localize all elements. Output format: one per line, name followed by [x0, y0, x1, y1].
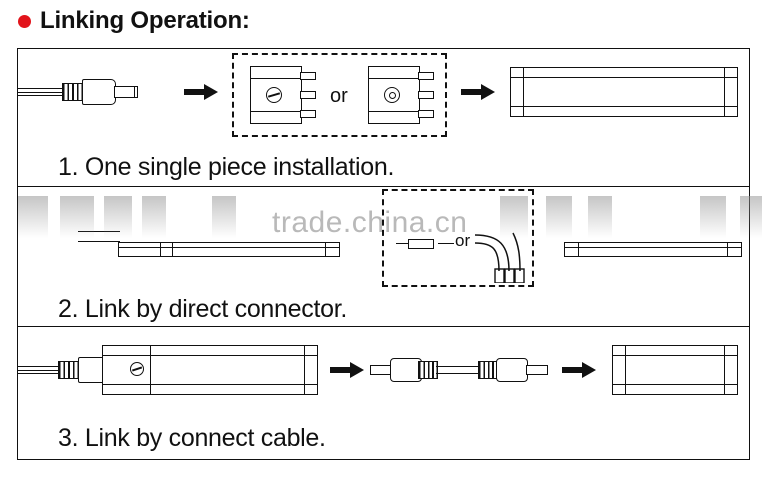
- tube-end-cap-left: [625, 345, 627, 395]
- adapter-prong: [418, 72, 434, 80]
- step-3-caption: 3. Link by connect cable.: [58, 424, 326, 452]
- step-2-caption: 2. Link by direct connector.: [58, 295, 347, 323]
- adapter-prong: [300, 72, 316, 80]
- tube-shell: [510, 67, 738, 117]
- slim-tube-lead-in: [78, 231, 120, 242]
- cable-midsection: [436, 366, 480, 374]
- or-label-row1: or: [330, 85, 348, 107]
- adapter-prong: [300, 110, 316, 118]
- strain-relief-ribs: [478, 361, 498, 379]
- or-label-row2: or: [455, 231, 471, 250]
- adapter-prong: [300, 91, 316, 99]
- tube-end-cap-right: [303, 345, 305, 395]
- plug-barrel-tip: [114, 86, 138, 98]
- bent-connector-shape: [474, 232, 525, 283]
- arrow-head: [350, 362, 364, 378]
- plug-head-right: [496, 358, 528, 382]
- bent-corner-connector: [473, 231, 527, 285]
- power-adapter-ring-type: [368, 66, 434, 124]
- led-tube-light: [612, 345, 738, 395]
- arrow-right-icon: [184, 84, 218, 100]
- tube-divider: [172, 242, 174, 257]
- plug-head-left: [390, 358, 422, 382]
- tube-end-cap-right: [723, 67, 725, 117]
- tube-shell: [564, 242, 742, 257]
- tube-shell: [118, 242, 340, 257]
- arrow-head: [204, 84, 218, 100]
- ring-symbol-icon: [384, 87, 400, 103]
- led-tube-with-plug: [102, 345, 318, 395]
- arrow-right-icon: [461, 84, 495, 100]
- tube-end-cap-left: [523, 67, 525, 117]
- strain-relief-ribs: [62, 83, 84, 101]
- dashed-option-box: [382, 189, 534, 287]
- plug-body: [82, 79, 116, 105]
- dc-power-plug-cable: [18, 77, 142, 107]
- step-3-diagram: [18, 327, 749, 413]
- tube-end-cap-right: [723, 345, 725, 395]
- tube-end-cap-right: [726, 242, 728, 257]
- step-row-3: 3. Link by connect cable.: [18, 327, 749, 459]
- strain-relief-ribs: [418, 361, 438, 379]
- tube-end-cap-left: [578, 242, 580, 257]
- arrow-shaft: [461, 89, 483, 95]
- screw-symbol-icon: [130, 362, 144, 376]
- tube-end-cap-right: [324, 242, 326, 257]
- adapter-prong: [418, 110, 434, 118]
- connector-lead-right: [438, 243, 454, 245]
- double-ended-connect-cable: [370, 356, 550, 384]
- page-title: Linking Operation:: [40, 7, 250, 34]
- connector-lead-left: [396, 243, 410, 245]
- power-adapter-screw-type: [250, 66, 316, 124]
- led-tube-slim-left: [118, 242, 340, 257]
- tube-end-cap-left: [150, 345, 152, 395]
- arrow-right-icon: [330, 362, 364, 378]
- screw-symbol-icon: [266, 87, 282, 103]
- led-tube-slim-right: [564, 242, 742, 257]
- step-row-1: or 1. One single piece installatio: [18, 49, 749, 187]
- cable-wire: [18, 366, 60, 374]
- arrow-shaft: [330, 367, 352, 373]
- dc-plug-connected: [18, 355, 114, 385]
- step-row-2: or 2. Link by direct connector.: [18, 187, 749, 327]
- led-tube-light: [510, 67, 738, 117]
- inline-straight-connector: [396, 237, 454, 251]
- cable-tip-left: [370, 365, 392, 375]
- cable-tip-right: [526, 365, 548, 375]
- arrow-shaft: [184, 89, 206, 95]
- arrow-head: [481, 84, 495, 100]
- arrow-shaft: [562, 367, 584, 373]
- adapter-shell: [250, 66, 302, 124]
- arrow-head: [582, 362, 596, 378]
- arrow-right-icon: [562, 362, 596, 378]
- cable-wire: [18, 88, 64, 96]
- tube-shell: [612, 345, 738, 395]
- red-bullet-icon: [18, 14, 31, 28]
- adapter-prong: [418, 91, 434, 99]
- linking-operation-panel: or 1. One single piece installatio: [17, 48, 750, 460]
- step-1-caption: 1. One single piece installation.: [58, 153, 395, 181]
- tube-divider: [160, 242, 162, 257]
- connector-body: [408, 239, 434, 249]
- dashed-option-box: [232, 53, 447, 137]
- step-1-diagram: or: [18, 49, 749, 137]
- strain-relief-ribs: [58, 361, 80, 379]
- page-heading: Linking Operation:: [18, 4, 250, 38]
- step-2-diagram: or: [18, 187, 749, 287]
